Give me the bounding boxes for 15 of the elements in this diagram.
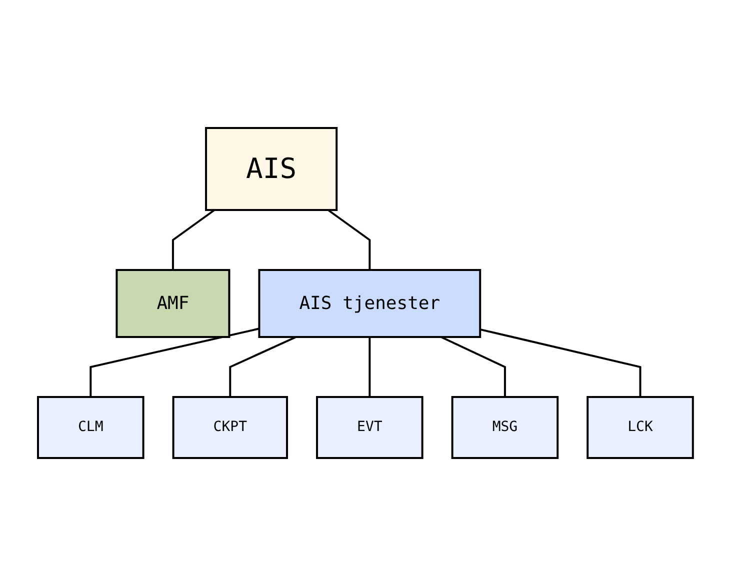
node-box: AIS tjenester — [258, 269, 481, 338]
connector — [327, 209, 370, 270]
node-box: AMF — [115, 269, 230, 338]
connector — [368, 337, 370, 397]
node-box: EVT — [316, 396, 423, 459]
connector — [479, 328, 641, 397]
node-box: LCK — [586, 396, 694, 459]
connector — [89, 328, 259, 397]
connector — [172, 209, 215, 270]
node-box: MSG — [450, 396, 558, 459]
connector — [440, 336, 506, 397]
node-box: AIS — [204, 127, 338, 211]
node-box: CLM — [36, 396, 144, 459]
node-box: CKPT — [172, 396, 288, 459]
connector — [228, 336, 296, 397]
